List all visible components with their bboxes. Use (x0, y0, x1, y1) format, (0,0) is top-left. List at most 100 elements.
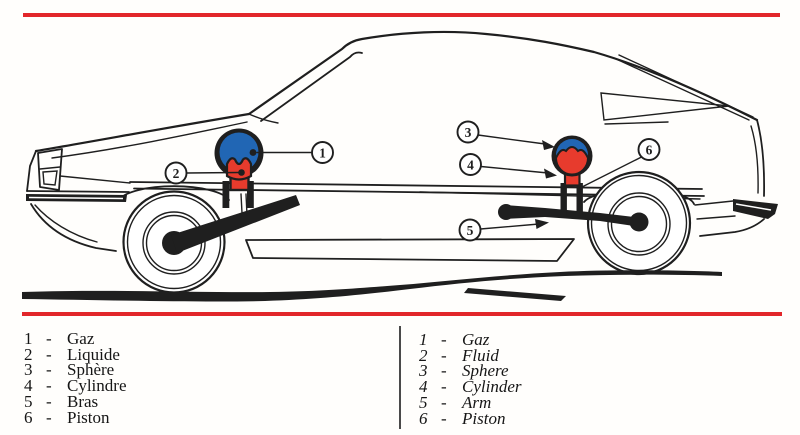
legend-separator: - (46, 329, 52, 348)
legend-term: Sphere (462, 361, 509, 381)
legend-number: 2 (24, 344, 33, 364)
legend-number: 3 (419, 361, 428, 381)
legend-row: 2 - Fluid (419, 345, 522, 365)
rocker-sill (245, 238, 575, 262)
quarter-window (600, 92, 730, 121)
legend-row: 6 - Piston (419, 408, 522, 428)
legend-row: 5 - Arm (419, 392, 522, 412)
legend-divider (399, 326, 401, 429)
legend-term: Cylinder (462, 377, 522, 397)
rear-cylinder-right-wall (576, 183, 583, 215)
legend-separator: - (441, 330, 447, 349)
legend-row: 3 - Sphère (24, 360, 127, 380)
rear-sphere-unit (551, 135, 593, 215)
rear-cylinder-left-wall (560, 183, 567, 215)
legend-number: 3 (24, 360, 33, 380)
callout-2: 2 (164, 161, 188, 185)
cowl-line (248, 113, 279, 124)
callout-5-number: 5 (467, 223, 474, 238)
headlight (37, 148, 63, 191)
legend-number: 5 (24, 391, 33, 411)
bottom-red-rule (22, 312, 782, 316)
callout-4: 4 (459, 153, 482, 176)
callout-6: 6 (637, 138, 661, 161)
legend-number: 5 (419, 392, 428, 412)
legend-number: 1 (419, 330, 428, 349)
callout-3: 3 (456, 120, 480, 144)
legend-term: Piston (67, 407, 110, 427)
leader-dot-1 (249, 149, 257, 156)
legend-row: 6 - Piston (24, 407, 127, 427)
front-suspension-arm (171, 195, 300, 253)
legend-row: 2 - Liquide (24, 344, 127, 364)
legend-separator: - (46, 344, 52, 364)
rear-valance (699, 218, 765, 237)
callout-1: 1 (311, 141, 334, 164)
rear-panel (756, 119, 766, 197)
front-wheel-arch (118, 185, 230, 201)
callout-4-number: 4 (467, 157, 474, 172)
legend-term: Sphère (67, 360, 115, 380)
legend-separator: - (441, 392, 447, 412)
callout-5: 5 (458, 218, 482, 242)
legend-separator: - (46, 391, 52, 411)
roofline (247, 30, 759, 122)
legend-number: 2 (419, 345, 428, 365)
legend-row: 4 - Cylindre (24, 376, 127, 396)
fender-line (59, 175, 131, 184)
legend-separator: - (441, 408, 447, 428)
car-body-outline (26, 30, 766, 262)
legend-french: 1 - Gaz 2 - Liquide 3 - Sphère 4 - Cylin… (24, 329, 127, 427)
callout-1-number: 1 (319, 145, 326, 160)
legend-separator: - (441, 345, 447, 365)
leader-dot-2 (238, 169, 245, 176)
legend-term: Gaz (67, 329, 95, 348)
legend-row: 4 - Cylinder (419, 377, 522, 397)
rear-suspension-arm (498, 204, 634, 226)
front-bumper (26, 194, 127, 202)
legend-term: Piston (462, 408, 506, 428)
ground (22, 270, 722, 302)
front-sphere-liquid (225, 157, 253, 181)
legend-number: 1 (24, 329, 33, 348)
legend-term: Cylindre (67, 376, 127, 396)
front-cylinder-left-wall (222, 181, 230, 208)
legend-term: Bras (67, 391, 99, 411)
a-pillar-inner (260, 51, 363, 122)
legend-separator: - (46, 360, 52, 380)
legend-term: Gaz (462, 330, 490, 349)
legend-english: 1 - Gaz 2 - Fluid 3 - Sphere 4 - Cylinde… (419, 330, 522, 428)
legend-term: Fluid (462, 345, 499, 365)
legend-number: 6 (419, 408, 428, 428)
legend-number: 4 (24, 376, 33, 396)
hatch-glass-line (613, 57, 750, 121)
callout-3-number: 3 (465, 125, 472, 140)
legend-separator: - (441, 377, 447, 397)
rear-sphere-liquid (554, 146, 590, 176)
legend-row: 5 - Bras (24, 391, 127, 411)
rear-bumper (733, 199, 778, 219)
arrowhead-5 (535, 219, 549, 229)
callout-6-number: 6 (646, 142, 653, 157)
legend-number: 4 (419, 377, 428, 397)
front-spoiler (30, 203, 117, 252)
legend-row: 1 - Gaz (24, 329, 127, 348)
arrowhead-3 (542, 140, 555, 150)
legend-row: 1 - Gaz (419, 330, 522, 349)
front-cylinder-right-wall (247, 181, 254, 208)
callout-2-number: 2 (173, 166, 180, 181)
legend-number: 6 (24, 407, 33, 427)
legend-separator: - (441, 361, 447, 381)
legend-separator: - (46, 376, 52, 396)
legend-term: Arm (462, 392, 492, 412)
top-red-rule (23, 13, 780, 17)
legend-separator: - (46, 407, 52, 427)
front-sphere-unit (214, 128, 264, 216)
legend-term: Liquide (67, 344, 120, 364)
rear-hub (629, 212, 649, 232)
legend-row: 3 - Sphere (419, 361, 522, 381)
leader-lines (185, 134, 644, 230)
arrowhead-4 (544, 168, 557, 179)
